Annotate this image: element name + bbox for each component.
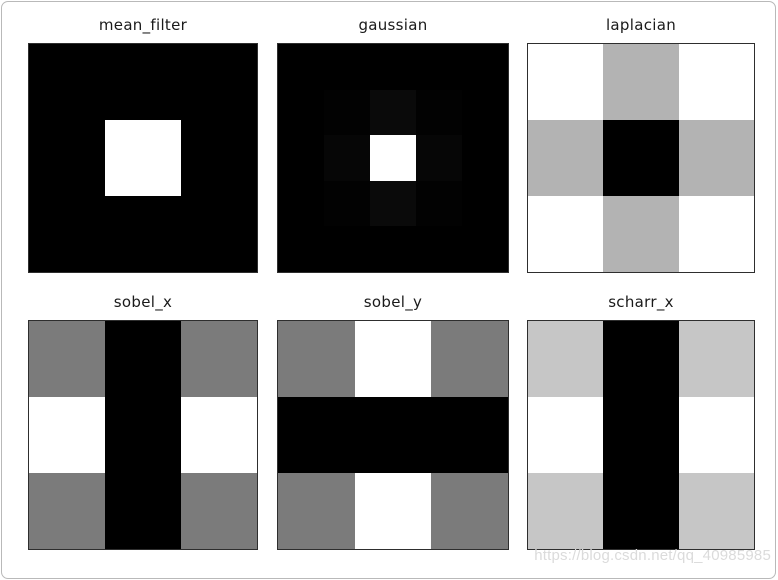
kernel-cell [181,397,257,473]
kernel-cell [370,180,416,227]
kernel-cell [370,135,416,181]
kernel-cell [678,196,754,272]
kernel-cell [431,321,508,397]
kernel-cell [678,120,754,196]
csdn-watermark: https://blog.csdn.net/qq_40985985 [534,547,771,564]
kernel-cell [603,473,679,549]
kernel-image-mean-filter [28,43,258,273]
kernel-cell [324,135,370,181]
kernel-cell [105,473,181,549]
kernel-cell [416,180,462,227]
subplot-title-gaussian: gaussian [358,16,428,34]
kernel-cell [462,135,508,181]
kernel-cell [431,397,508,473]
kernel-cell [678,473,754,549]
kernel-cell [603,196,679,272]
kernel-cell [278,180,324,227]
kernel-cell [528,120,604,196]
subplot-sobel-x: sobel_x [28,293,258,550]
kernel-cell [278,321,355,397]
kernel-cell [528,196,604,272]
kernel-cell [105,120,181,196]
kernel-cell [278,226,324,272]
kernel-cell [324,89,370,136]
subplot-title-mean-filter: mean_filter [98,16,188,34]
subplot-gaussian: gaussian [277,16,509,273]
kernel-cell [462,226,508,272]
kernel-cell [678,397,754,473]
kernel-cell [181,473,257,549]
kernel-cell [324,180,370,227]
kernel-cell [324,226,370,272]
subplot-laplacian: laplacian [527,16,755,273]
kernel-cell [105,44,181,120]
kernel-cell [278,44,324,90]
kernel-cell [105,196,181,272]
kernel-image-sobel-x [28,320,258,550]
kernel-cell [462,180,508,227]
kernel-image-laplacian [527,43,755,273]
kernel-cell [528,397,604,473]
subplot-sobel-y: sobel_y [277,293,509,550]
subplot-title-sobel-x: sobel_x [113,293,173,311]
subplot-title-laplacian: laplacian [605,16,677,34]
subplot-title-sobel-y: sobel_y [363,293,423,311]
kernel-cell [29,321,105,397]
kernel-cell [29,473,105,549]
kernel-cell [29,44,105,120]
kernel-cell [528,473,604,549]
kernel-image-gaussian [277,43,509,273]
kernel-cell [181,321,257,397]
kernel-cell [462,89,508,136]
kernel-cell [354,397,432,473]
kernel-cell [603,397,679,473]
kernel-cell [324,44,370,90]
subplot-mean-filter: mean_filter [28,16,258,273]
kernel-cell [29,120,105,196]
kernel-cell [528,321,604,397]
kernel-cell [528,44,604,120]
kernel-cell [29,196,105,272]
kernel-cell [416,89,462,136]
kernel-image-scharr-x [527,320,755,550]
kernel-cell [29,397,105,473]
kernel-cell [678,44,754,120]
kernel-cell [462,44,508,90]
kernel-cell [278,473,355,549]
kernel-cell [354,473,432,549]
kernel-image-sobel-y [277,320,509,550]
subplot-title-scharr-x: scharr_x [608,293,674,311]
kernel-cell [370,44,416,90]
kernel-cell [181,196,257,272]
kernel-cell [354,321,432,397]
subplot-scharr-x: scharr_x [527,293,755,550]
kernel-cell [603,321,679,397]
kernel-cell [603,44,679,120]
kernel-cell [278,89,324,136]
kernel-cell [416,44,462,90]
kernel-cell [278,397,355,473]
kernel-cell [278,135,324,181]
kernel-cell [181,120,257,196]
kernel-cell [181,44,257,120]
kernel-cell [370,89,416,136]
kernel-cell [105,397,181,473]
kernel-cell [105,321,181,397]
kernel-cell [416,135,462,181]
kernel-cell [431,473,508,549]
kernel-cell [370,226,416,272]
kernel-cell [603,120,679,196]
kernel-cell [416,226,462,272]
kernel-cell [678,321,754,397]
